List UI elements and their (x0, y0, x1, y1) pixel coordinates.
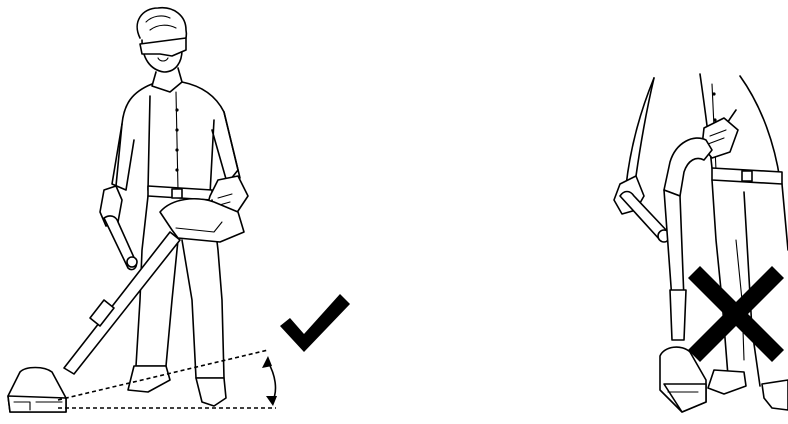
right-shoe (196, 378, 226, 406)
trimmer-rear-handle (664, 138, 712, 196)
safety-glasses-icon (140, 38, 186, 56)
correct-usage-panel (8, 8, 350, 412)
check-mark-icon (280, 294, 350, 352)
incorrect-usage-panel (614, 74, 788, 412)
cross-mark-icon (688, 266, 784, 362)
trimmer-shaft (664, 190, 684, 300)
